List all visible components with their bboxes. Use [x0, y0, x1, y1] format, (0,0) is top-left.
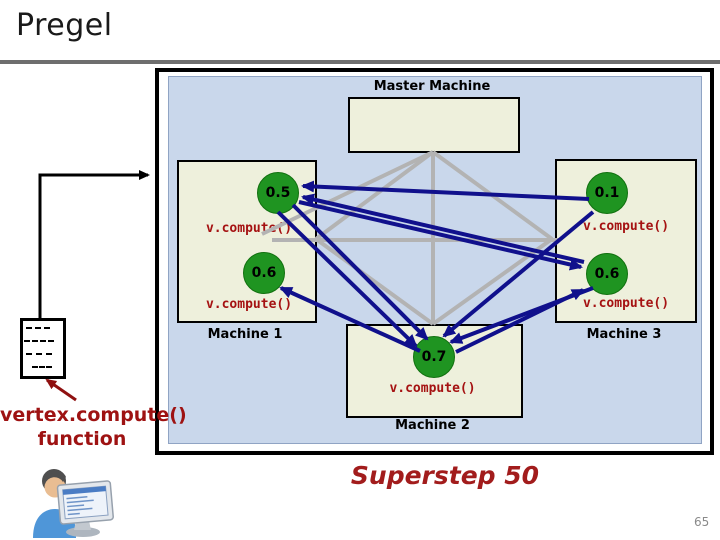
vertex-compute-annotation-line2: function: [37, 428, 127, 450]
compute-label-m1-bottom: v.compute(): [205, 297, 293, 312]
master-machine-box: [348, 97, 520, 153]
code-line-icon: [32, 366, 52, 368]
machine3-label: Machine 3: [586, 327, 662, 342]
code-line-icon: [26, 327, 50, 329]
master-machine-label: Master Machine: [373, 79, 491, 94]
vertex-value-0-5: 0.5: [257, 172, 299, 214]
code-box-connector-arrow: [38, 170, 150, 318]
monitor-icon: [56, 480, 114, 525]
compute-label-m3-bottom: v.compute(): [582, 296, 670, 311]
vertex-value-0-1: 0.1: [586, 172, 628, 214]
superstep-caption: Superstep 50: [350, 461, 540, 490]
compute-label-m3-top: v.compute(): [582, 219, 670, 234]
annotation-arrow: [45, 378, 77, 402]
vertex-value-0-6-m1: 0.6: [243, 252, 285, 294]
code-snippet-box: [20, 318, 66, 379]
machine1-label: Machine 1: [207, 327, 283, 342]
compute-label-m2: v.compute(): [389, 381, 476, 396]
programmer-icon: [33, 469, 114, 538]
machine2-label: Machine 2: [395, 418, 470, 433]
title-divider-rule: [0, 60, 720, 64]
page-number: 65: [694, 515, 710, 529]
vertex-value-0-7: 0.7: [413, 336, 455, 378]
slide-title: Pregel: [16, 8, 113, 43]
code-line-icon: [26, 353, 52, 355]
vertex-value-0-6-m3: 0.6: [586, 253, 628, 295]
compute-label-m1-top: v.compute(): [205, 221, 293, 236]
code-line-icon: [24, 340, 54, 342]
vertex-compute-annotation: vertex.compute(): [0, 404, 187, 426]
